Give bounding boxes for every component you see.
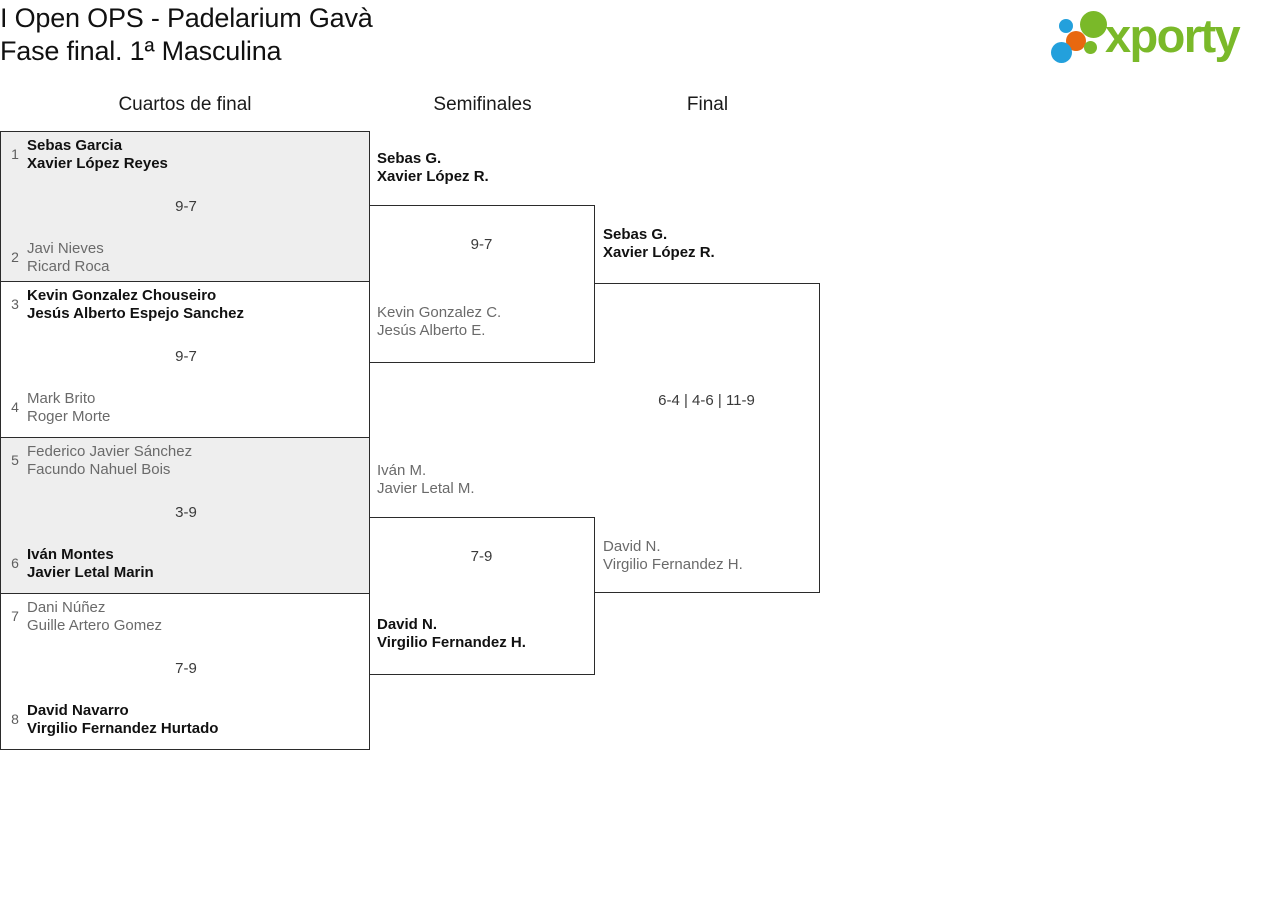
team-names: Federico Javier Sánchez Facundo Nahuel B… [27, 443, 361, 479]
player-2: Jesús Alberto E. [377, 322, 486, 339]
team-names: Kevin Gonzalez C. Jesús Alberto E. [377, 304, 501, 340]
team-names: Dani Núñez Guille Artero Gomez [27, 599, 361, 635]
team-names: Mark Brito Roger Morte [27, 390, 361, 426]
player-1: Kevin Gonzalez Chouseiro [27, 287, 217, 304]
player-1: David Navarro [27, 702, 129, 719]
player-1: Iván M. [377, 462, 427, 479]
player-1: Sebas G. [603, 226, 668, 243]
match-score: 7-9 [470, 548, 493, 565]
team-names: David Navarro Virgilio Fernandez Hurtado [27, 702, 361, 738]
match-score: 9-7 [175, 198, 197, 215]
logo-dot-green-small [1084, 41, 1097, 54]
title-line-2: Fase final. 1ª Masculina [0, 36, 282, 66]
team-names: David N. Virgilio Fernandez H. [377, 616, 526, 652]
player-1: Mark Brito [27, 390, 96, 407]
player-2: Jesús Alberto Espejo Sanchez [27, 305, 245, 322]
player-1: Javi Nieves [27, 240, 104, 257]
seed-number: 1 [11, 146, 19, 162]
player-2: Xavier López Reyes [27, 155, 168, 172]
team-names: Iván Montes Javier Letal Marin [27, 546, 361, 582]
seed-number: 2 [11, 249, 19, 265]
player-1: Dani Núñez [27, 599, 106, 616]
match-quarterfinal-3[interactable]: 5 Federico Javier Sánchez Facundo Nahuel… [0, 437, 370, 594]
team-names: Kevin Gonzalez Chouseiro Jesús Alberto E… [27, 287, 361, 323]
match-score: 9-7 [175, 348, 197, 365]
logo-dot-blue-small [1059, 19, 1073, 33]
team-names: Iván M. Javier Letal M. [377, 462, 475, 498]
round-header-quarterfinals: Cuartos de final [118, 94, 252, 115]
team-names: Sebas G. Xavier López R. [603, 226, 715, 262]
player-1: Federico Javier Sánchez [27, 443, 193, 460]
logo-dots-icon [1049, 11, 1107, 63]
player-1: David N. [603, 538, 661, 555]
player-1: Sebas Garcia [27, 137, 123, 154]
team-names: Javi Nieves Ricard Roca [27, 240, 361, 276]
round-header-semifinals: Semifinales [433, 94, 532, 115]
player-2: Ricard Roca [27, 258, 110, 275]
seed-number: 3 [11, 296, 19, 312]
player-2: Virgilio Fernandez H. [603, 556, 743, 573]
match-final[interactable]: Sebas G. Xavier López R. 6-4 | 4-6 | 11-… [595, 226, 820, 593]
match-quarterfinal-1[interactable]: 1 Sebas Garcia Xavier López Reyes 9-7 2 … [0, 131, 370, 288]
match-score: 3-9 [175, 504, 197, 521]
match-score: 6-4 | 4-6 | 11-9 [658, 392, 755, 409]
player-1: Iván Montes [27, 546, 114, 563]
player-2: Xavier López R. [377, 168, 489, 185]
page-header: I Open OPS - Padelarium Gavà Fase final.… [0, 0, 1280, 80]
match-semifinal-1[interactable]: Sebas G. Xavier López R. 9-7 Kevin Gonza… [370, 150, 595, 363]
player-2: Javier Letal Marin [27, 564, 154, 581]
seed-number: 8 [11, 711, 19, 727]
title-line-1: I Open OPS - Padelarium Gavà [0, 3, 373, 33]
match-quarterfinal-4[interactable]: 7 Dani Núñez Guille Artero Gomez 7-9 8 D… [0, 593, 370, 750]
player-2: Guille Artero Gomez [27, 617, 163, 634]
player-2: Virgilio Fernandez Hurtado [27, 720, 219, 737]
player-2: Roger Morte [27, 408, 111, 425]
player-1: David N. [377, 616, 438, 633]
team-names: Sebas Garcia Xavier López Reyes [27, 137, 361, 173]
seed-number: 7 [11, 608, 19, 624]
player-1: Sebas G. [377, 150, 442, 167]
logo-dot-blue-large [1051, 42, 1072, 63]
match-quarterfinal-2[interactable]: 3 Kevin Gonzalez Chouseiro Jesús Alberto… [0, 281, 370, 438]
logo-dot-green-large [1080, 11, 1107, 38]
player-2: Javier Letal M. [377, 480, 475, 497]
seed-number: 4 [11, 399, 19, 415]
seed-number: 6 [11, 555, 19, 571]
match-semifinal-2[interactable]: Iván M. Javier Letal M. 7-9 David N. Vir… [370, 462, 595, 675]
team-names: Sebas G. Xavier López R. [377, 150, 489, 186]
player-2: Xavier López R. [603, 244, 715, 261]
xporty-logo[interactable]: xporty [1045, 7, 1273, 67]
logo-wordmark: xporty [1105, 9, 1241, 62]
tournament-bracket: 1 Sebas Garcia Xavier López Reyes 9-7 2 … [0, 131, 900, 771]
player-2: Facundo Nahuel Bois [27, 461, 171, 478]
round-header-final: Final [686, 94, 729, 115]
team-names: David N. Virgilio Fernandez H. [603, 538, 743, 574]
player-1: Kevin Gonzalez C. [377, 304, 502, 321]
match-score: 9-7 [470, 236, 493, 253]
seed-number: 5 [11, 452, 19, 468]
page-title: I Open OPS - Padelarium Gavà Fase final.… [0, 2, 373, 68]
match-score: 7-9 [175, 660, 197, 677]
logo-dot-orange [1066, 31, 1086, 51]
player-2: Virgilio Fernandez H. [377, 634, 526, 651]
